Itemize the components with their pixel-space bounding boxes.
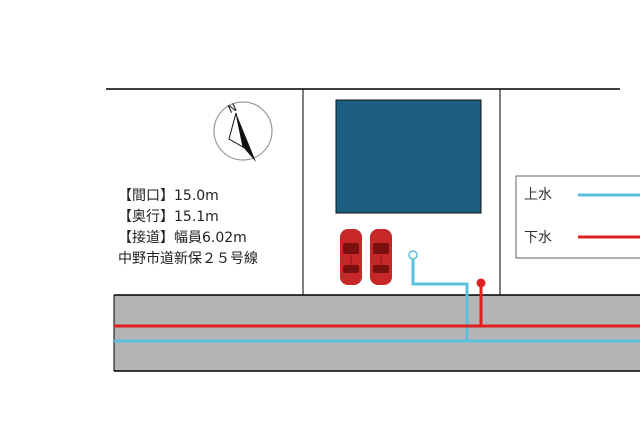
car-icon bbox=[340, 229, 362, 285]
legend-sewer-label: 下水 bbox=[524, 230, 552, 246]
frontage-text: 【間口】15.0m bbox=[118, 188, 219, 204]
legend-water-label: 上水 bbox=[524, 187, 552, 203]
water-service-line bbox=[411, 256, 469, 341]
car-icon bbox=[370, 229, 392, 285]
depth-text: 【奥行】15.1m bbox=[118, 209, 219, 225]
water-meter-icon bbox=[408, 250, 418, 260]
north-compass-icon: N bbox=[213, 101, 273, 162]
property-info: 【間口】15.0m 【奥行】15.1m 【接道】幅員6.02m 中野市道新保２５… bbox=[118, 186, 258, 270]
building bbox=[335, 99, 482, 214]
sewer-cleanout-icon bbox=[476, 278, 486, 288]
legend-box bbox=[515, 175, 640, 259]
road bbox=[114, 295, 640, 371]
road-name-text: 中野市道新保２５号線 bbox=[118, 251, 258, 267]
road-width-text: 【接道】幅員6.02m bbox=[118, 230, 247, 246]
